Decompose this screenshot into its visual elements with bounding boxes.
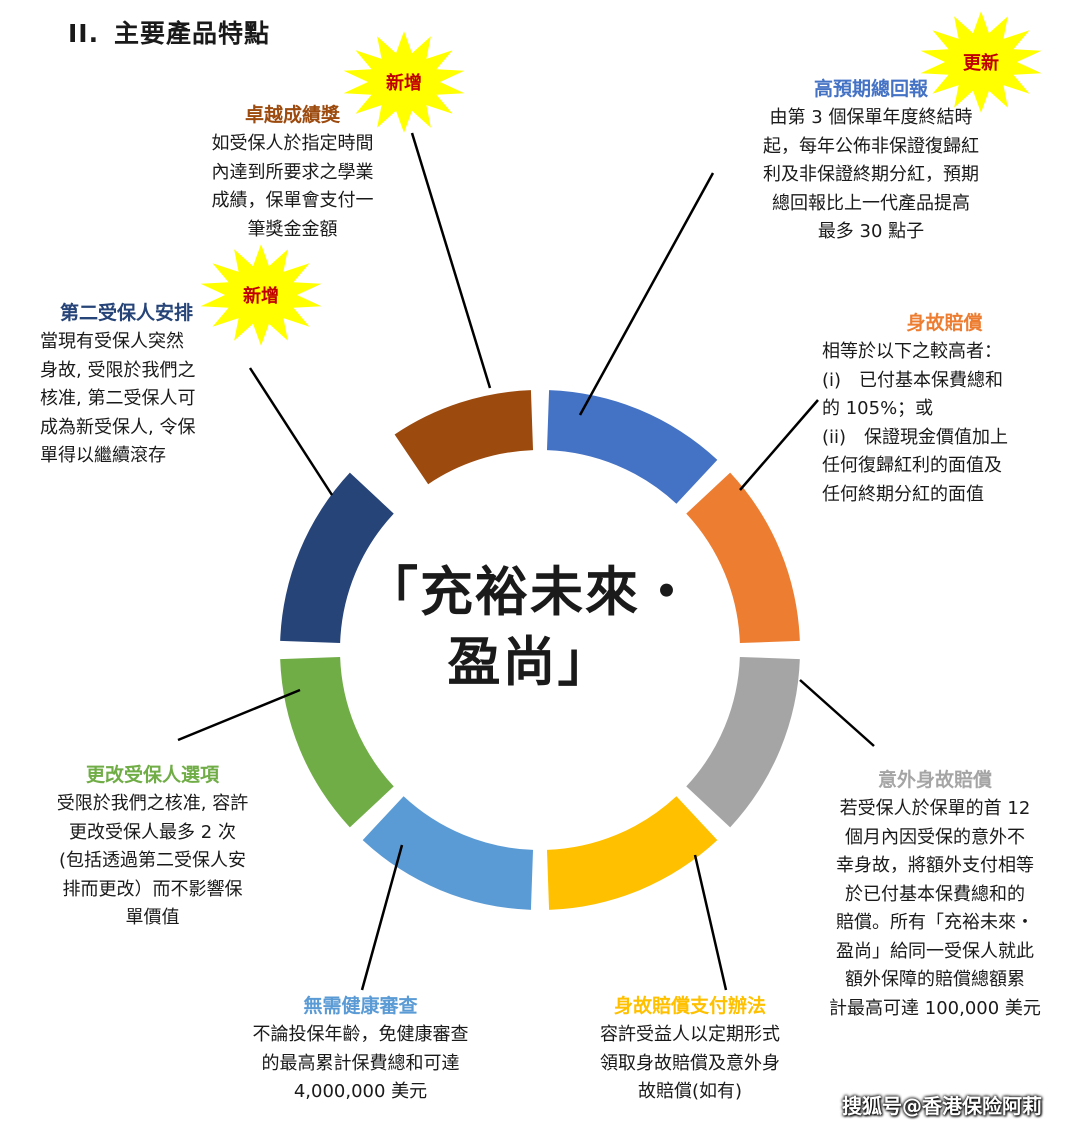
leader-payment-option — [693, 854, 728, 991]
watermark: 搜狐号@香港保险阿莉 — [842, 1094, 1042, 1118]
badge-label: 新增 — [386, 72, 422, 94]
feature-excellence-award: 卓越成績獎 如受保人於指定時間 內達到所要求之學業 成績，保單會支付一 筆獎金金… — [180, 102, 405, 244]
feature-title: 無需健康審查 — [303, 995, 418, 1017]
segment-accidental-death — [686, 656, 800, 828]
feature-title: 身故賠償 — [906, 312, 983, 334]
badge-update-return: 更新 — [920, 11, 1042, 113]
feature-body: 相等於以下之較高者： (i) 已付基本保費總和 的 105%；或 (ii) 保證… — [822, 341, 1009, 505]
section-heading: II. 主要產品特點 — [68, 14, 270, 50]
feature-no-health-check: 無需健康審查 不論投保年齡，免健康審查 的最高累計保費總和可達 4,000,00… — [218, 993, 503, 1107]
section-number: II. — [68, 19, 100, 48]
feature-title: 更改受保人選項 — [85, 764, 219, 786]
feature-accidental-death: 意外身故賠償 若受保人於保單的首 12 個月內因受保的意外不 幸身故，將額外支付… — [806, 767, 1064, 1023]
feature-title: 卓越成績獎 — [244, 104, 340, 126]
leader-change-insured — [177, 688, 301, 742]
feature-body: 由第 3 個保單年度終結時 起，每年公佈非保證復歸紅 利及非保證終期分紅，預期 … — [763, 107, 979, 242]
feature-payment-option: 身故賠償支付辦法 容許受益人以定期形式 領取身故賠償及意外身 故賠償(如有) — [565, 993, 815, 1107]
starburst-shape — [920, 11, 1042, 113]
feature-title: 第二受保人安排 — [60, 302, 194, 324]
section-title: 主要產品特點 — [114, 19, 271, 48]
product-name: 「充裕未來・ 盈尚」 — [365, 562, 695, 693]
feature-body: 如受保人於指定時間 內達到所要求之學業 成績，保單會支付一 筆獎金金額 — [211, 133, 374, 240]
segment-change-insured — [280, 656, 394, 828]
feature-death-benefit: 身故賠償 相等於以下之較高者： (i) 已付基本保費總和 的 105%；或 (i… — [822, 310, 1067, 509]
feature-title: 身故賠償支付辦法 — [613, 995, 766, 1017]
leader-excellence-award — [410, 132, 492, 389]
segment-second-insured — [280, 472, 394, 644]
feature-body: 不論投保年齡，免健康審查 的最高累計保費總和可達 4,000,000 美元 — [252, 1024, 469, 1102]
feature-body: 當現有受保人突然 身故, 受限於我們之 核准, 第二受保人可 成為新受保人, 令… — [40, 331, 196, 466]
starburst-shape — [343, 31, 465, 133]
feature-title: 意外身故賠償 — [877, 769, 992, 791]
leader-total-return — [578, 172, 715, 416]
segment-total-return — [546, 390, 718, 504]
feature-change-insured: 更改受保人選項 受限於我們之核准, 容許 更改受保人最多 2 次 (包括透過第二… — [25, 762, 280, 933]
segment-no-health-check — [362, 796, 534, 910]
feature-body: 若受保人於保單的首 12 個月內因受保的意外不 幸身故，將額外支付相等 於已付基… — [829, 798, 1041, 1019]
segment-payment-option — [546, 796, 718, 910]
badge-new-second: 新增 — [200, 244, 322, 346]
badge-new-excellence: 新增 — [343, 31, 465, 133]
feature-second-insured: 第二受保人安排 當現有受保人突然 身故, 受限於我們之 核准, 第二受保人可 成… — [40, 300, 260, 471]
segment-death-benefit — [686, 472, 800, 644]
badge-label: 更新 — [963, 52, 999, 74]
feature-title: 高預期總回報 — [813, 78, 928, 100]
feature-body: 受限於我們之核准, 容許 更改受保人最多 2 次 (包括透過第二受保人安 排而更… — [56, 793, 249, 928]
feature-body: 容許受益人以定期形式 領取身故賠償及意外身 故賠償(如有) — [600, 1024, 780, 1102]
badge-label: 新增 — [243, 285, 279, 307]
feature-total-return: 高預期總回報 由第 3 個保單年度終結時 起，每年公佈非保證復歸紅 利及非保證終… — [735, 76, 1007, 247]
starburst-shape — [200, 244, 322, 346]
leader-death-benefit — [739, 399, 819, 491]
leader-second-insured — [248, 367, 334, 496]
leader-no-health-check — [360, 844, 404, 991]
leader-accidental-death — [799, 679, 875, 747]
segment-excellence-award — [394, 390, 534, 485]
